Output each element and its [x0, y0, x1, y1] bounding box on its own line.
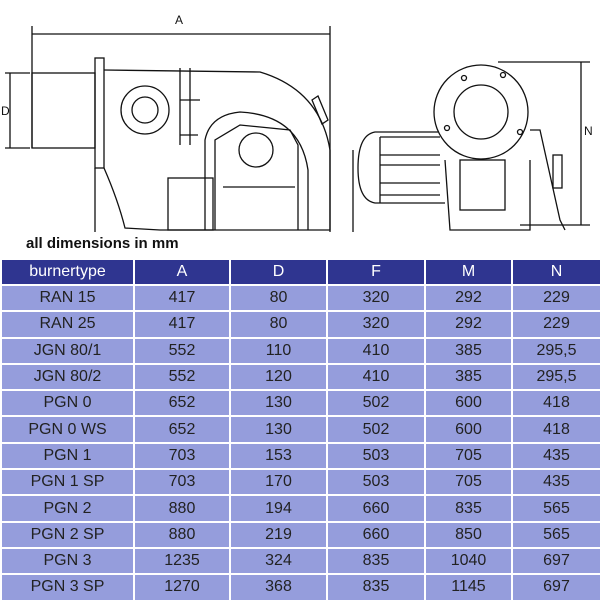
table-cell: 229	[511, 283, 600, 313]
table-cell: 292	[424, 310, 513, 339]
table-cell: 565	[511, 494, 600, 523]
table-cell: 120	[229, 362, 328, 392]
table-cell: 552	[133, 336, 231, 365]
table-cell: 418	[511, 415, 600, 444]
column-header: M	[424, 258, 513, 286]
column-header: N	[511, 258, 600, 286]
table-cell: 1040	[424, 546, 513, 576]
table-cell: 1235	[133, 546, 231, 576]
table-cell: 600	[424, 415, 513, 444]
table-cell: 697	[511, 573, 600, 602]
table-cell: 503	[326, 441, 426, 471]
table-cell: 320	[326, 310, 426, 339]
table-cell: 292	[424, 283, 513, 313]
table-cell: PGN 1 SP	[0, 468, 135, 497]
table-cell: 385	[424, 362, 513, 392]
table-cell: 324	[229, 546, 328, 576]
table-cell: RAN 25	[0, 310, 135, 339]
table-cell: JGN 80/1	[0, 336, 135, 365]
burner-dimension-drawing: A D N	[1, 13, 593, 232]
table-cell: PGN 3 SP	[0, 573, 135, 602]
table-cell: 170	[229, 468, 328, 497]
table-cell: 850	[424, 520, 513, 549]
table-cell: 880	[133, 494, 231, 523]
table-cell: 1145	[424, 573, 513, 602]
table-cell: 80	[229, 310, 328, 339]
table-cell: PGN 1	[0, 441, 135, 471]
table-cell: 652	[133, 389, 231, 418]
side-view	[5, 26, 331, 232]
column-header: A	[133, 258, 231, 286]
dimension-label-n: N	[584, 124, 593, 138]
table-cell: 435	[511, 468, 600, 497]
table-cell: PGN 0 WS	[0, 415, 135, 444]
table-cell: 320	[326, 283, 426, 313]
table-cell: 835	[424, 494, 513, 523]
table-cell: 130	[229, 415, 328, 444]
table-cell: 705	[424, 441, 513, 471]
table-cell: 1270	[133, 573, 231, 602]
table-cell: 502	[326, 415, 426, 444]
table-cell: 153	[229, 441, 328, 471]
table-cell: 502	[326, 389, 426, 418]
table-cell: 835	[326, 546, 426, 576]
table-cell: 835	[326, 573, 426, 602]
table-cell: 705	[424, 468, 513, 497]
table-cell: 295,5	[511, 336, 600, 365]
column-header: burnertype	[0, 258, 135, 286]
table-cell: 880	[133, 520, 231, 549]
table-cell: 565	[511, 520, 600, 549]
table-cell: 385	[424, 336, 513, 365]
table-cell: 80	[229, 283, 328, 313]
table-cell: 652	[133, 415, 231, 444]
table-cell: 552	[133, 362, 231, 392]
table-cell: 410	[326, 336, 426, 365]
table-cell: 368	[229, 573, 328, 602]
table-cell: 229	[511, 310, 600, 339]
table-cell: RAN 15	[0, 283, 135, 313]
table-cell: 703	[133, 468, 231, 497]
table-cell: 194	[229, 494, 328, 523]
table-cell: 600	[424, 389, 513, 418]
table-cell: 660	[326, 494, 426, 523]
table-cell: 219	[229, 520, 328, 549]
dimension-label-d: D	[1, 104, 10, 118]
table-cell: 295,5	[511, 362, 600, 392]
dimension-label-a: A	[175, 13, 183, 27]
front-view	[352, 61, 590, 232]
units-caption: all dimensions in mm	[26, 235, 179, 252]
table-cell: 130	[229, 389, 328, 418]
table-cell: 110	[229, 336, 328, 365]
table-cell: 697	[511, 546, 600, 576]
table-cell: 703	[133, 441, 231, 471]
table-cell: 660	[326, 520, 426, 549]
table-cell: 503	[326, 468, 426, 497]
column-header: F	[326, 258, 426, 286]
table-cell: 417	[133, 310, 231, 339]
table-cell: 435	[511, 441, 600, 471]
table-cell: JGN 80/2	[0, 362, 135, 392]
table-cell: 417	[133, 283, 231, 313]
table-cell: 418	[511, 389, 600, 418]
table-cell: PGN 3	[0, 546, 135, 576]
table-cell: PGN 2 SP	[0, 520, 135, 549]
column-header: D	[229, 258, 328, 286]
table-cell: PGN 0	[0, 389, 135, 418]
table-cell: 410	[326, 362, 426, 392]
table-cell: PGN 2	[0, 494, 135, 523]
